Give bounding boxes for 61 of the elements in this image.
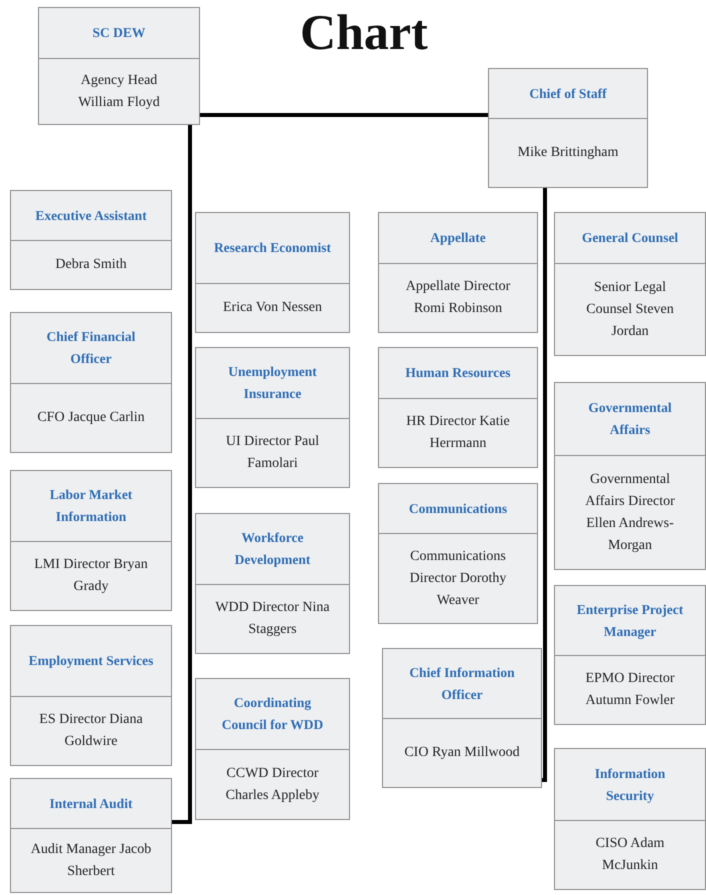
person-name: Senior Legal Counsel Steven Jordan: [585, 278, 675, 340]
org-box: [382, 648, 542, 788]
org-box: [38, 7, 200, 125]
org-box: [10, 190, 172, 290]
person-name: HR Director Katie Herrmann: [405, 413, 511, 453]
person-name: CFO Jacque Carlin: [36, 409, 146, 427]
person-name: CIO Ryan Millwood: [403, 744, 521, 762]
connector-line: [540, 188, 547, 782]
role-title: Information Security: [594, 764, 666, 805]
connector-line: [200, 113, 488, 117]
person-name: CCWD Director Charles Appleby: [224, 764, 320, 804]
role-title: General Counsel: [580, 229, 680, 247]
role-title: Enterprise Project Manager: [576, 600, 684, 641]
role-title: Workforce Development: [234, 529, 312, 569]
person-name: EPMO Director Autumn Fowler: [584, 670, 676, 710]
person-name: LMI Director Bryan Grady: [33, 556, 149, 596]
org-box: [554, 382, 706, 570]
org-box: [554, 748, 706, 890]
role-title: Chief Financial Officer: [46, 328, 136, 368]
person-name: WDD Director Nina Staggers: [214, 599, 331, 639]
person-name: Governmental Affairs Director Ellen Andrews-Morgan: [584, 470, 676, 554]
role-title: Internal Audit: [48, 794, 134, 812]
org-box: [10, 470, 172, 611]
org-box: [554, 212, 706, 356]
person-name: Appellate Director Romi Robinson: [404, 278, 512, 318]
role-title: Governmental Affairs: [587, 399, 673, 439]
person-name: Communications Director Dorothy Weaver: [408, 548, 508, 610]
org-box: [195, 513, 350, 654]
role-title: Research Economist: [212, 239, 332, 257]
role-title: Executive Assistant: [34, 206, 148, 224]
role-title: Appellate: [429, 229, 487, 247]
chart-title: Chart: [300, 3, 428, 62]
org-box: [378, 347, 538, 468]
person-name: UI Director Paul Famolari: [224, 433, 320, 473]
person-name: CISO Adam McJunkin: [594, 835, 666, 875]
person-name: Agency Head William Floyd: [77, 72, 161, 112]
role-title: Coordinating Council for WDD: [220, 694, 324, 734]
org-box: [378, 212, 538, 333]
role-title: Communications: [408, 500, 508, 518]
person-name: Debra Smith: [54, 256, 128, 274]
role-title: SC DEW: [92, 24, 146, 42]
person-name: Mike Brittingham: [516, 144, 620, 162]
role-title: Human Resources: [404, 364, 512, 382]
role-title: Unemployment Insurance: [227, 363, 318, 403]
org-box: [378, 483, 538, 624]
org-box: [10, 312, 172, 453]
person-name: Erica Von Nessen: [222, 299, 324, 317]
person-name: ES Director Diana Goldwire: [38, 711, 144, 751]
role-title: Labor Market Information: [48, 486, 134, 526]
person-name: Audit Manager Jacob Sherbert: [30, 840, 152, 880]
role-title: Chief of Staff: [528, 84, 608, 102]
org-box: [554, 585, 706, 725]
org-box: [488, 68, 648, 188]
connector-line: [172, 125, 192, 824]
org-box: [195, 212, 350, 333]
org-box: [195, 347, 350, 488]
org-box: [10, 778, 172, 893]
role-title: Employment Services: [28, 652, 154, 670]
role-title: Chief Information Officer: [408, 664, 516, 704]
org-box: [10, 625, 172, 766]
org-box: [195, 678, 350, 820]
